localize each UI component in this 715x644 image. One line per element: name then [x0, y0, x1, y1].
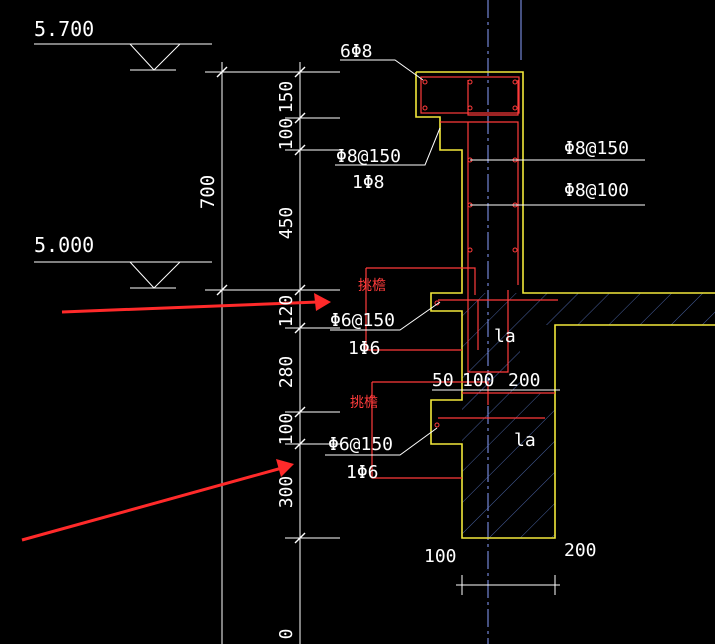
elevation-top-label: 5.700: [34, 17, 94, 41]
dim-100b: 100: [276, 413, 297, 446]
concrete-hatch: [462, 293, 715, 538]
leader-lines: [325, 59, 645, 456]
anchor-length-label-2: la: [514, 430, 536, 451]
rebar-upper-single-label: 1Φ8: [352, 172, 385, 193]
dimension-lines: [205, 62, 560, 644]
rebar-eave2-stirrup-label: Φ6@150: [328, 434, 393, 455]
dim-100a: 100: [276, 118, 297, 151]
rebar-lines: [365, 76, 558, 479]
dim-50: 50: [432, 370, 454, 391]
rebar-eave2-single-label: 1Φ6: [346, 462, 379, 483]
eave-callout-1: 挑檐: [358, 278, 386, 294]
callout-arrows: [21, 293, 331, 542]
dim-280: 280: [276, 356, 297, 389]
elevation-marker-mid: [34, 261, 212, 289]
dim-300: 300: [276, 476, 297, 509]
rebar-wall-b-label: Φ8@100: [564, 180, 629, 201]
dim-150: 150: [276, 81, 297, 114]
elevation-marker-top: [34, 43, 212, 71]
anchor-length-label-1: la: [494, 326, 516, 347]
rebar-upper-stirrup-label: Φ8@150: [336, 146, 401, 167]
dim-450: 450: [276, 207, 297, 240]
elevation-mid-label: 5.000: [34, 233, 94, 257]
dim-200b: 200: [564, 540, 597, 561]
rebar-top-main-label: 6Φ8: [340, 41, 373, 62]
eave-callout-2: 挑檐: [350, 395, 378, 411]
dim-100c: 100: [462, 370, 495, 391]
rebar-eave1-stirrup-label: Φ6@150: [330, 310, 395, 331]
rebar-eave1-single-label: 1Φ6: [348, 338, 381, 359]
dim-total: 700: [197, 175, 219, 209]
dim-120: 120: [276, 295, 297, 328]
dim-100d: 100: [424, 546, 457, 567]
rebar-wall-a-label: Φ8@150: [564, 138, 629, 159]
dim-200a: 200: [508, 370, 541, 391]
dim-0: 0: [276, 629, 297, 640]
